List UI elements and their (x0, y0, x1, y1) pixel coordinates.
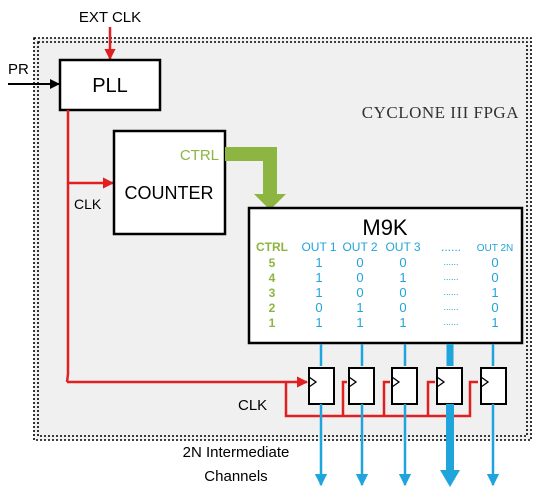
m9k-ctrl-value: 3 (269, 286, 276, 300)
clock-branch-2 (341, 380, 347, 416)
m9k-column-header: OUT 2N (477, 243, 514, 254)
m9k-ctrl-value: 4 (269, 271, 276, 285)
flipflop-2n (480, 367, 507, 405)
flipflop-clock-tree (284, 380, 478, 418)
pll-block (58, 58, 162, 112)
m9k-cell: 0 (356, 285, 363, 300)
m9k-ctrl-value: 1 (269, 316, 276, 330)
m9k-ctrl-value: 5 (269, 256, 276, 270)
clock-branch-bus (426, 380, 435, 416)
m9k-cell: 1 (399, 270, 406, 285)
flipflop-bus (436, 367, 463, 405)
m9k-cell: 1 (399, 315, 406, 330)
m9k-cell: 0 (356, 270, 363, 285)
ctrl-bus-arrow (225, 147, 286, 210)
flipflop-1 (308, 367, 335, 405)
pr-label: PR (8, 61, 29, 78)
m9k-cell: ...... (443, 272, 458, 282)
m9k-column-header: ...... (441, 240, 461, 254)
flipflop-2-clock-mark (348, 376, 358, 388)
counter-block (112, 129, 227, 236)
fpga-boundary-inner (37, 41, 528, 437)
m9k-cell: 0 (399, 300, 406, 315)
m9k-cell: 0 (399, 285, 406, 300)
counter-label: COUNTER (125, 183, 214, 203)
fpga-label: CYCLONE III FPGA (362, 103, 519, 122)
m9k-cell: 1 (491, 285, 498, 300)
m9k-cell: 1 (315, 270, 322, 285)
m9k-cell: 0 (399, 255, 406, 270)
outputs-label-line2: Channels (204, 468, 267, 485)
m9k-column-header: OUT 1 (301, 240, 336, 254)
flipflop-1-clock-mark (308, 376, 318, 388)
m9k-ctrl-value: 2 (269, 301, 276, 315)
clk-left-label: CLK (74, 196, 102, 212)
m9k-cell: ...... (443, 302, 458, 312)
clock-branch-3 (382, 380, 390, 416)
m9k-cell: 0 (491, 255, 498, 270)
m9k-cell: 0 (491, 300, 498, 315)
m9k-cell: 1 (491, 315, 498, 330)
m9k-cell: ...... (443, 257, 458, 267)
final-output-bus (440, 404, 460, 487)
flipflop-3 (391, 367, 418, 405)
clock-to-flipflops-arrow (65, 373, 70, 383)
m9k-cell: 1 (315, 315, 322, 330)
m9k-cell: 0 (356, 255, 363, 270)
m9k-cell: ...... (443, 317, 458, 327)
m9k-cell: 1 (356, 315, 363, 330)
flipflop-3-clock-mark (391, 376, 401, 388)
flipflop-2 (348, 367, 375, 405)
m9k-block (247, 206, 524, 345)
m9k-column-header: OUT 2 (342, 240, 377, 254)
m9k-cell: 1 (356, 300, 363, 315)
pll-label: PLL (92, 75, 128, 97)
m9k-column-header: OUT 3 (385, 240, 420, 254)
outputs-label-line1: 2N Intermediate (183, 444, 290, 461)
clk-bottom-label: CLK (238, 397, 267, 414)
flipflop-2n-clock-mark (480, 376, 490, 388)
m9k-cell: 0 (491, 270, 498, 285)
m9k-cell: 0 (315, 300, 322, 315)
m9k-ctrl-header: CTRL (256, 240, 288, 254)
ext-clk-label: EXT CLK (79, 9, 141, 26)
flipflop-bus-clock-mark (436, 376, 446, 388)
counter-ctrl-label: CTRL (180, 147, 219, 164)
m9k-cell: 1 (315, 285, 322, 300)
m9k-label: M9K (362, 215, 408, 240)
m9k-cell: 1 (315, 255, 322, 270)
m9k-cell: ...... (443, 287, 458, 297)
